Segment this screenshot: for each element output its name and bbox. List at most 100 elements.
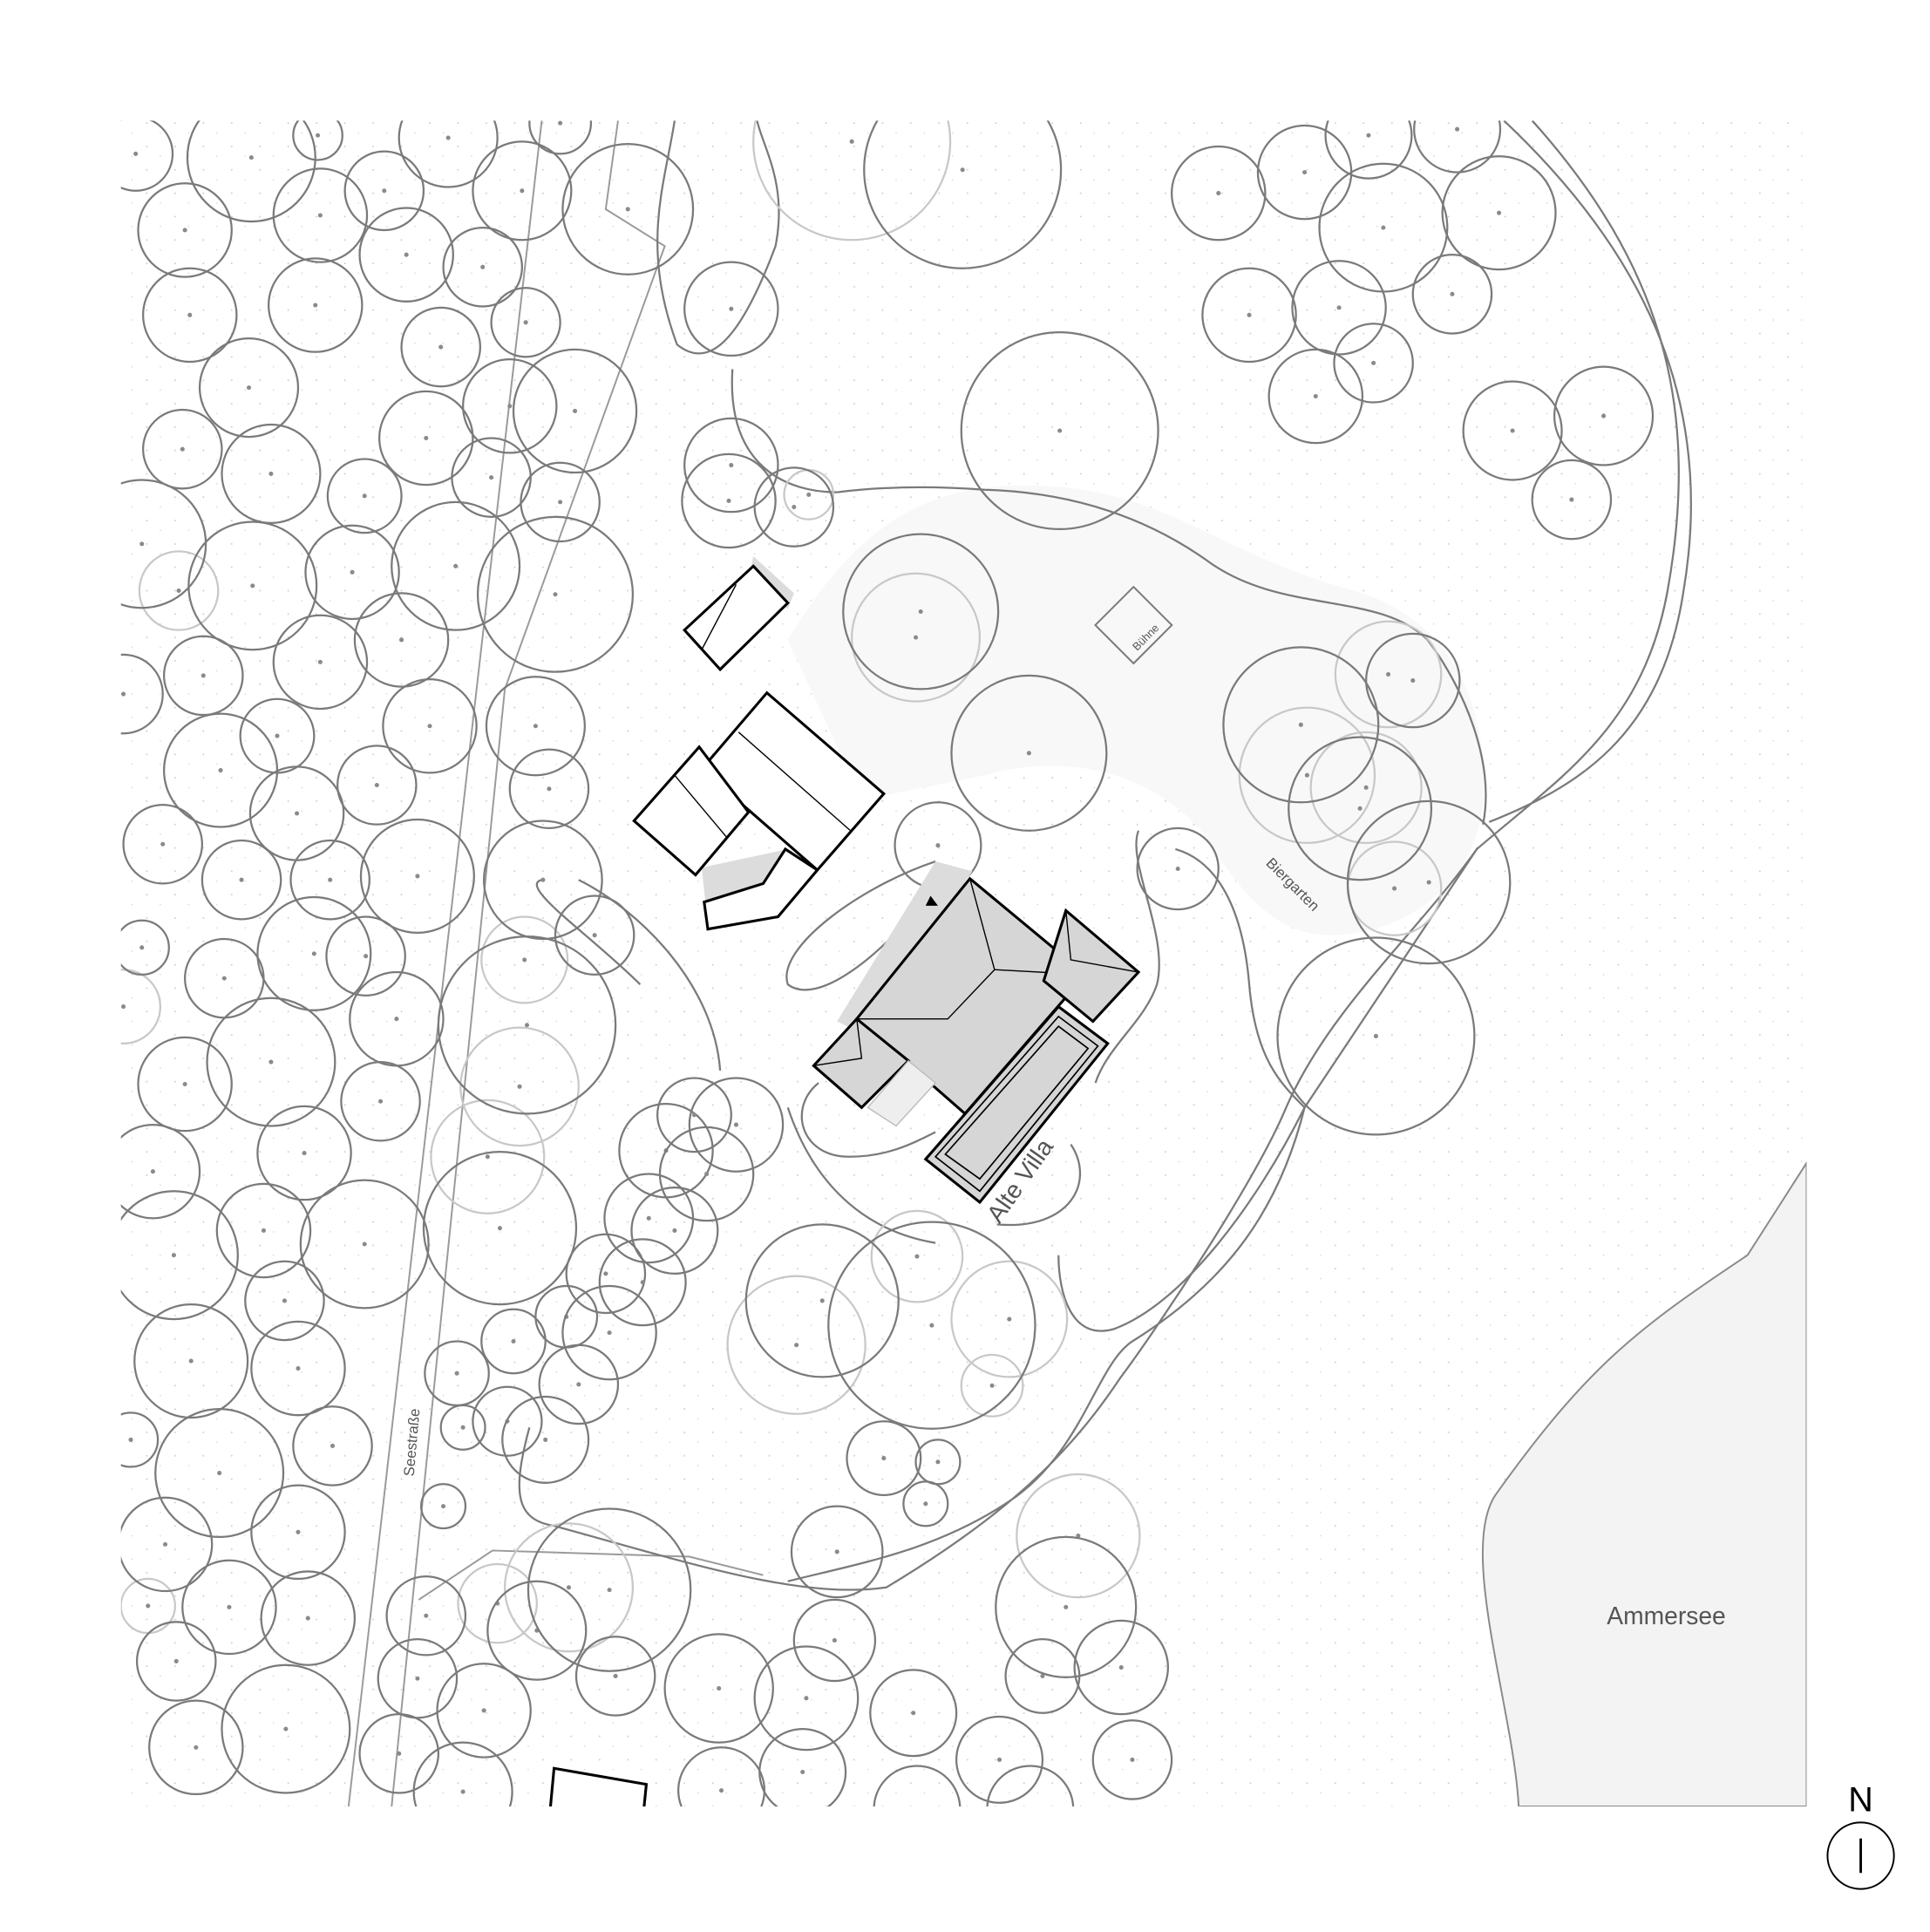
tree-trunk [1426,880,1431,885]
tree-trunk [1007,1316,1012,1322]
tree-trunk [566,1585,572,1590]
tree-trunk [317,213,323,218]
villa-pool [923,1004,1110,1205]
tree-canopy [683,417,779,514]
tree-canopy [461,358,558,454]
tree-canopy [758,1727,847,1807]
tree-trunk [1076,1533,1081,1539]
tree-trunk [849,139,854,144]
tree-trunk [187,312,193,317]
tree-canopy [137,1036,233,1133]
tree-trunk [275,733,280,738]
tree-trunk [547,786,552,792]
tree-trunk [960,167,965,173]
tree-canopy [486,1580,588,1681]
tree-canopy [206,997,336,1127]
tree-canopy [1413,120,1502,173]
tree-canopy [630,1186,719,1275]
tree-trunk [218,768,223,773]
tree-trunk [268,471,274,476]
tree-canopy [378,390,474,486]
tree-trunk [188,1358,194,1364]
tree-canopy [250,1484,346,1581]
tree-trunk [1064,1604,1069,1609]
tree-canopy [437,935,617,1115]
tree-trunk [923,1501,928,1507]
tree-trunk [543,1437,548,1442]
tree-trunk [296,1529,301,1534]
tree-trunk [729,462,734,468]
tree-trunk [524,1023,530,1028]
tree-trunk [914,1806,919,1811]
tree-canopy [391,500,521,631]
tree-trunk [540,877,546,882]
tree-canopy [1016,1473,1141,1599]
tree-canopy [1346,799,1512,965]
tree-canopy [422,1151,578,1306]
tree-trunk [283,1726,289,1731]
tree-canopy [476,515,635,673]
tree-canopy [995,1535,1138,1678]
tree-trunk [1216,191,1221,196]
tree-canopy [1531,459,1613,541]
tree-canopy [439,1404,486,1451]
ridge-line [701,584,737,650]
tree-canopy [603,1173,695,1264]
tree-trunk [613,1673,618,1678]
tree-trunk [362,493,367,499]
seestrasse-road-edge-west [347,120,543,1807]
tree-canopy [436,1663,532,1759]
tree-canopy [508,748,590,830]
tree-canopy [221,1663,351,1794]
tree-trunk [576,1382,581,1387]
tree-canopy [120,969,162,1045]
tree-trunk [194,1745,199,1750]
tree-canopy [244,1260,325,1342]
tree-canopy [359,818,475,935]
tree-trunk [1410,677,1416,684]
tree-trunk [1247,312,1252,317]
tree-canopy [1073,1619,1170,1716]
tree-trunk [460,1789,466,1794]
tree-trunk [445,135,451,140]
trees [120,120,1655,1811]
tree-canopy [480,1308,547,1375]
tree-canopy [459,1026,580,1147]
tree-trunk [221,976,227,981]
tree-trunk [305,1616,310,1621]
tree-canopy [520,461,601,543]
building-south [548,1766,649,1807]
tree-canopy [482,820,603,941]
lake-label: Ammersee [1607,1602,1725,1629]
tree-trunk [1298,722,1303,727]
compass-circle [1826,1821,1895,1890]
tree-canopy [353,592,450,688]
tree-trunk [914,635,919,640]
tree-canopy [656,1077,732,1153]
tree-trunk [794,1343,799,1348]
tree-canopy [663,1633,774,1744]
tree-canopy [512,348,638,474]
tree-canopy [120,653,164,735]
tree-trunk [121,1004,126,1010]
tree-trunk [489,475,494,480]
tree-trunk [1450,291,1455,296]
tree-canopy [574,1636,656,1717]
tree-trunk [313,303,318,308]
tree-canopy [726,1275,866,1415]
tree-trunk [399,637,404,643]
ridge-line [674,774,727,838]
tree-canopy [215,1182,312,1279]
tree-canopy [120,1412,160,1468]
tree-trunk [1497,210,1502,215]
tree-trunk [485,1154,490,1160]
tree-canopy [681,452,777,549]
tree-trunk [511,1338,516,1344]
tree-trunk [717,1685,722,1691]
tree-canopy [186,120,316,223]
villa-shadow [837,861,973,1034]
tree-trunk [592,933,597,938]
tree-canopy [1291,260,1387,356]
path-east-loop [1057,120,1693,1332]
tree-canopy [863,120,1063,269]
